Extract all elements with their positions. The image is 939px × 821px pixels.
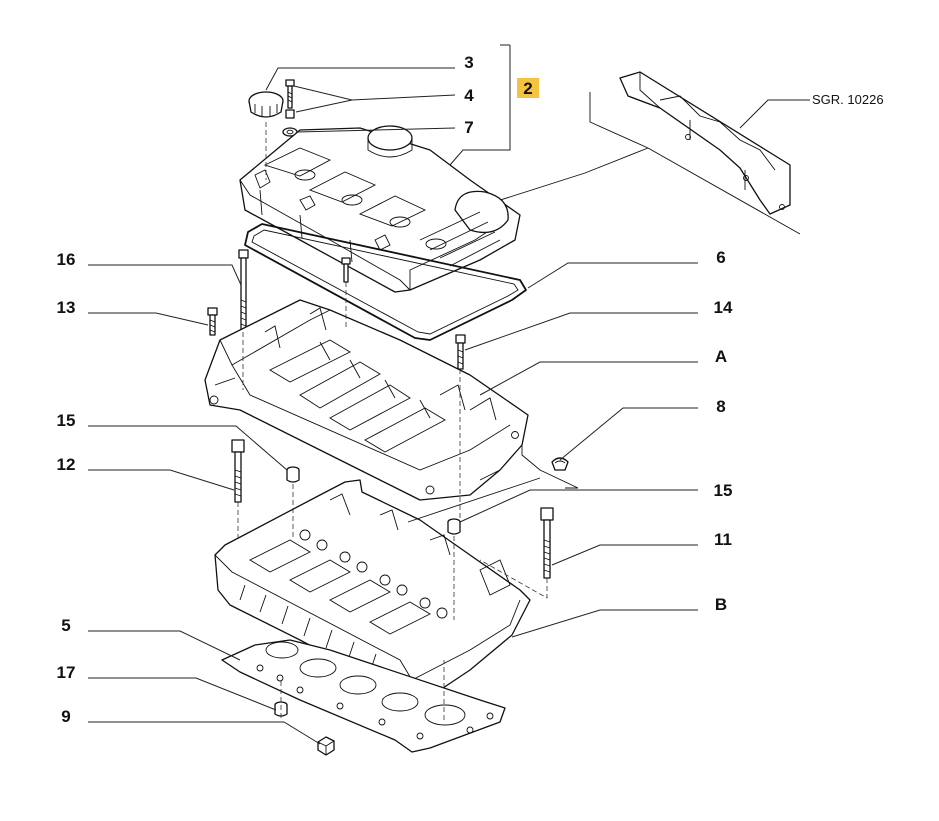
- bolt-14: [455, 334, 466, 370]
- cover-screw: [285, 79, 295, 119]
- assembly-group-number[interactable]: 2: [523, 79, 532, 98]
- bolt-12: [231, 439, 245, 503]
- callout-15b[interactable]: 15: [714, 481, 733, 500]
- callout-labels: 3 4 7 16 6 13 14 A 15 8 12 15 11 B 5 17 …: [57, 53, 733, 726]
- callout-12[interactable]: 12: [57, 455, 76, 474]
- assembly-group-highlight: [517, 78, 539, 98]
- bolt-13: [207, 307, 218, 336]
- callout-6[interactable]: 6: [716, 248, 725, 267]
- callout-9[interactable]: 9: [61, 707, 70, 726]
- camshaft-carrier: [204, 299, 579, 501]
- bolt-11: [540, 507, 554, 579]
- callout-16[interactable]: 16: [57, 250, 76, 269]
- callout-4[interactable]: 4: [464, 86, 474, 105]
- head-gasket: [221, 639, 506, 753]
- cylinder-head-cover: [239, 125, 521, 293]
- callout-15a[interactable]: 15: [57, 411, 76, 430]
- cover-gasket: [244, 223, 527, 341]
- callout-8[interactable]: 8: [716, 397, 725, 416]
- reference-label: SGR. 10226: [812, 92, 884, 107]
- alignment-lines: [237, 122, 548, 720]
- small-screw: [341, 257, 351, 283]
- bolt-16: [238, 249, 249, 333]
- callout-13[interactable]: 13: [57, 298, 76, 317]
- dowel-15-left: [286, 466, 300, 483]
- leader-lines: [88, 44, 698, 745]
- inset-bracket: [399, 71, 810, 235]
- oil-filler-cap: [248, 91, 284, 118]
- cylinder-head: [214, 479, 531, 701]
- callout-11[interactable]: 11: [714, 530, 732, 549]
- callout-B[interactable]: B: [715, 595, 727, 614]
- callout-17[interactable]: 17: [57, 663, 76, 682]
- callout-7[interactable]: 7: [464, 118, 473, 137]
- callout-A[interactable]: A: [715, 347, 727, 366]
- dowel-15-right: [447, 518, 461, 535]
- callout-14[interactable]: 14: [714, 298, 733, 317]
- callout-3[interactable]: 3: [464, 53, 473, 72]
- woodruff-key: [551, 457, 569, 471]
- nut-9: [317, 736, 335, 756]
- callout-5[interactable]: 5: [61, 616, 70, 635]
